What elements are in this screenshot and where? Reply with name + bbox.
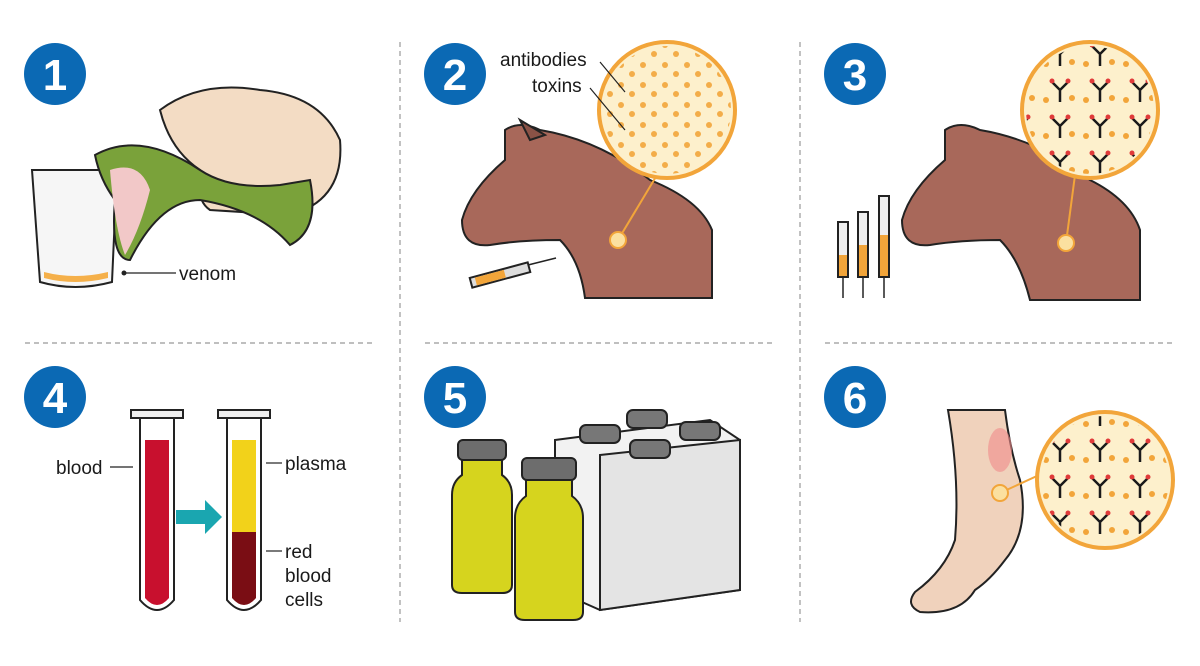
step-badge-2: 2 <box>424 43 486 105</box>
svg-text:6: 6 <box>843 374 867 423</box>
label-blood: blood <box>56 458 103 479</box>
svg-text:3: 3 <box>843 51 867 100</box>
label-antibodies: antibodies <box>500 50 587 71</box>
step-1-venom-extraction: venom <box>30 86 342 288</box>
step-badge-1: 1 <box>24 43 86 105</box>
svg-text:5: 5 <box>443 374 467 423</box>
step-2-horse-injection: antibodies toxins <box>460 40 737 299</box>
label-red-blood-cells: red blood cells <box>285 542 337 611</box>
syringes-illustration <box>837 195 890 298</box>
svg-text:1: 1 <box>43 51 67 100</box>
step-badge-3: 3 <box>824 43 886 105</box>
label-plasma: plasma <box>285 454 347 475</box>
step-badge-4: 4 <box>24 366 86 428</box>
arrow-icon <box>176 500 222 534</box>
vial-2 <box>514 457 584 621</box>
svg-text:4: 4 <box>43 374 68 423</box>
magnified-view <box>1020 40 1160 180</box>
magnified-view <box>1035 410 1175 550</box>
glass-illustration <box>30 169 119 288</box>
step-badges: 1 2 3 4 5 6 <box>24 43 886 428</box>
step-6-treatment <box>910 409 1175 614</box>
blood-tube <box>130 409 184 611</box>
step-badge-5: 5 <box>424 366 486 428</box>
step-badge-6: 6 <box>824 366 886 428</box>
step-3-antibody-production <box>837 40 1160 301</box>
horse-illustration <box>900 124 1141 301</box>
dividers <box>25 42 1175 622</box>
horse-illustration <box>460 124 713 299</box>
syringe-illustration <box>468 257 557 289</box>
label-toxins: toxins <box>532 76 582 97</box>
magnified-view <box>597 40 737 180</box>
step-4-blood-separation: blood plasma red blood cells <box>56 409 347 611</box>
separated-tube <box>217 409 271 611</box>
vial-box <box>554 409 741 612</box>
vial-1 <box>451 439 513 594</box>
label-venom: venom <box>179 264 236 285</box>
step-5-antivenom-vials <box>451 409 741 621</box>
svg-text:2: 2 <box>443 51 467 100</box>
snake-illustration <box>93 144 314 262</box>
